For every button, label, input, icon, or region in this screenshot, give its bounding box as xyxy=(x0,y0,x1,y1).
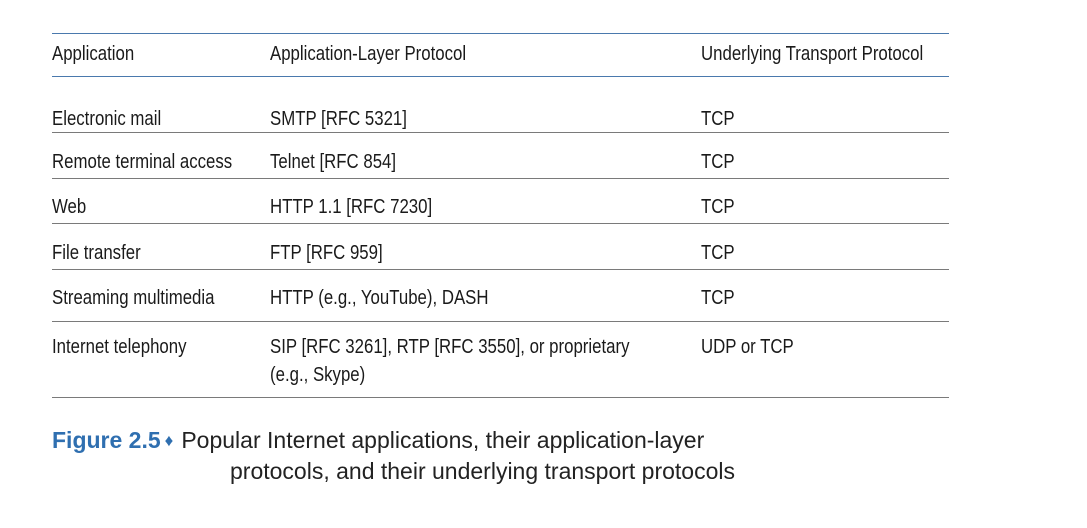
cell-application: Remote terminal access xyxy=(52,151,233,173)
table-row: Web HTTP 1.1 [RFC 7230] TCP xyxy=(52,179,949,224)
cell-protocol-continuation: (e.g., Skype) xyxy=(270,364,366,386)
header-underlying-transport-protocol: Underlying Transport Protocol xyxy=(701,43,924,65)
cell-transport: UDP or TCP xyxy=(701,336,794,358)
cell-protocol: Telnet [RFC 854] xyxy=(270,151,397,173)
diamond-separator-icon: ♦ xyxy=(164,431,174,450)
figure-caption: Figure 2.5♦ Popular Internet applications… xyxy=(52,425,735,484)
table-row: Internet telephony SIP [RFC 3261], RTP [… xyxy=(52,322,949,398)
header-application-layer-protocol: Application-Layer Protocol xyxy=(270,43,467,65)
cell-transport: TCP xyxy=(701,151,735,173)
cell-application: File transfer xyxy=(52,242,141,264)
table-header-row: Application Application-Layer Protocol U… xyxy=(52,33,949,77)
cell-protocol: SMTP [RFC 5321] xyxy=(270,108,407,130)
table-row: Remote terminal access Telnet [RFC 854] … xyxy=(52,133,949,179)
caption-text-line2: protocols, and their underlying transpor… xyxy=(230,458,736,484)
cell-protocol: SIP [RFC 3261], RTP [RFC 3550], or propr… xyxy=(270,336,630,358)
cell-application: Streaming multimedia xyxy=(52,287,215,309)
cell-protocol: FTP [RFC 959] xyxy=(270,242,383,264)
cell-application: Internet telephony xyxy=(52,336,187,358)
table-row: File transfer FTP [RFC 959] TCP xyxy=(52,224,949,270)
cell-transport: TCP xyxy=(701,287,735,309)
figure-label: Figure 2.5 xyxy=(52,427,161,453)
header-application: Application xyxy=(52,43,135,65)
table-row: Streaming multimedia HTTP (e.g., YouTube… xyxy=(52,270,949,322)
table-top-rule xyxy=(52,33,949,34)
table-row: Electronic mail SMTP [RFC 5321] TCP xyxy=(52,77,949,133)
caption-text-line1: Popular Internet applications, their app… xyxy=(181,427,705,453)
cell-transport: TCP xyxy=(701,196,735,218)
cell-transport: TCP xyxy=(701,108,735,130)
cell-transport: TCP xyxy=(701,242,735,264)
cell-application: Electronic mail xyxy=(52,108,162,130)
cell-protocol: HTTP (e.g., YouTube), DASH xyxy=(270,287,489,309)
cell-application: Web xyxy=(52,196,87,218)
cell-protocol: HTTP 1.1 [RFC 7230] xyxy=(270,196,433,218)
